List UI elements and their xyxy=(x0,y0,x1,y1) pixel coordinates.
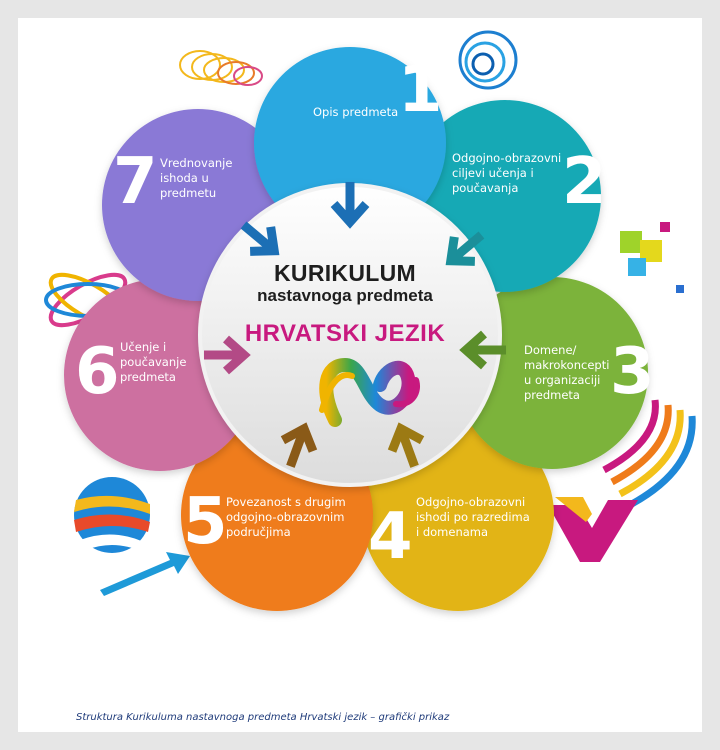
segment-2-label: Odgojno-obrazovni ciljevi učenja i pouča… xyxy=(452,151,562,195)
segment-6-number: 6 xyxy=(75,335,120,409)
segment-2-number: 2 xyxy=(562,145,607,219)
segment-4-number: 4 xyxy=(368,500,413,574)
arrow-2-icon xyxy=(445,231,485,266)
arrow-4-icon xyxy=(387,422,425,468)
segment-1-label: Opis predmeta xyxy=(313,105,399,119)
arrow-1-icon xyxy=(330,182,370,229)
ribbon-logo-icon xyxy=(319,357,420,427)
center-title-line2: nastavnoga predmeta xyxy=(257,286,433,305)
arrow-6-icon xyxy=(204,335,251,375)
blue-arrow-decoration xyxy=(100,552,190,596)
rainbow-arc-decoration xyxy=(602,399,696,510)
yellow-spring-decoration xyxy=(179,50,263,86)
colored-squares-decoration xyxy=(620,222,684,293)
segment-3-label: Domene/ makrokoncepti u organizaciji pre… xyxy=(524,343,610,402)
center-title: KURIKULUM nastavnoga predmeta xyxy=(230,261,460,306)
figure-caption: Struktura Kurikuluma nastavnoga predmeta… xyxy=(76,712,450,723)
center-title-line1: KURIKULUM xyxy=(274,260,416,286)
segment-6-label: Učenje i poučavanje predmeta xyxy=(120,340,187,384)
magenta-y-decoration xyxy=(548,497,638,562)
arrow-3-icon xyxy=(459,330,506,370)
subject-title: HRVATSKI JEZIK xyxy=(244,320,446,347)
segment-7-number: 7 xyxy=(113,145,158,219)
segment-3-number: 3 xyxy=(610,335,655,409)
segment-4-label: Odgojno-obrazovni ishodi po razredima i … xyxy=(416,495,530,539)
arrow-icons xyxy=(204,182,506,468)
segment-5-label: Povezanost s drugim odgojno-obrazovnim p… xyxy=(226,495,346,539)
segment-5-number: 5 xyxy=(183,485,228,559)
striped-ball-decoration xyxy=(74,477,150,553)
segment-7-label: Vrednovanje ishoda u predmetu xyxy=(160,156,233,200)
blue-swirl-decoration xyxy=(458,30,518,90)
segment-1-number: 1 xyxy=(398,53,443,127)
arrow-5-icon xyxy=(280,422,318,468)
arrow-7-icon xyxy=(240,221,280,256)
